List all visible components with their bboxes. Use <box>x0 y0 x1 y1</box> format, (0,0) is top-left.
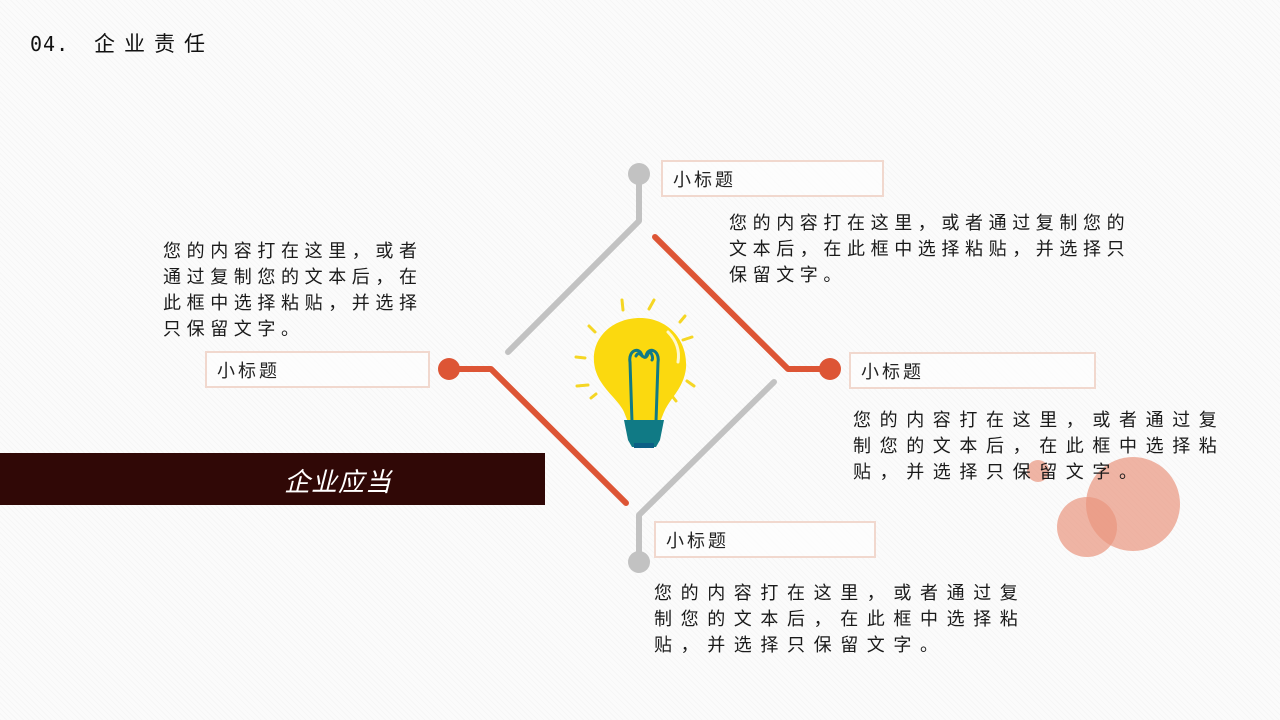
text-line: 制您的文本后，在此框中选择粘 <box>853 436 1226 457</box>
right-subtitle-box[interactable]: 小标题 <box>849 352 1096 389</box>
bottom-connector-dot <box>628 551 650 573</box>
text-line: 您的内容打在这里，或者通过复制您的 <box>729 213 1131 234</box>
right-subtitle: 小标题 <box>861 361 924 383</box>
section-number: 04. <box>30 32 70 56</box>
bottom-connector-line <box>628 379 777 573</box>
top-connector-line <box>505 163 650 355</box>
text-line: 通过复制您的文本后，在 <box>163 267 423 288</box>
banner-label: 企业应当 <box>284 468 393 498</box>
banner-bar <box>0 453 545 505</box>
left-body-text[interactable]: 您的内容打在这里，或者 通过复制您的文本后，在 此框中选择粘贴，并选择 只保留文… <box>163 239 463 343</box>
top-connector-dot <box>628 163 650 185</box>
top-subtitle: 小标题 <box>673 169 736 191</box>
text-line: 贴，并选择只保留文字。 <box>654 635 947 656</box>
bottom-subtitle-box[interactable]: 小标题 <box>654 521 876 558</box>
top-subtitle-box[interactable]: 小标题 <box>661 160 884 197</box>
lightbulb-icon <box>574 298 696 448</box>
left-connector-dot <box>438 358 460 380</box>
left-subtitle-box[interactable]: 小标题 <box>205 351 430 388</box>
text-line: 您的内容打在这里，或者通过复 <box>654 583 1027 604</box>
slide-heading: 04. 企业责任 <box>30 28 214 58</box>
bottom-body-text[interactable]: 您的内容打在这里，或者通过复 制您的文本后，在此框中选择粘 贴，并选择只保留文字… <box>654 581 1054 659</box>
bottom-subtitle: 小标题 <box>666 530 729 552</box>
right-connector-dot <box>819 358 841 380</box>
left-subtitle: 小标题 <box>217 360 280 382</box>
text-line: 只保留文字。 <box>163 319 305 340</box>
text-line: 制您的文本后，在此框中选择粘 <box>654 609 1027 630</box>
text-line: 此框中选择粘贴，并选择 <box>163 293 423 314</box>
text-line: 您的内容打在这里，或者通过复 <box>853 410 1226 431</box>
text-line: 文本后，在此框中选择粘贴，并选择只 <box>729 239 1131 260</box>
text-line: 您的内容打在这里，或者 <box>163 241 423 262</box>
top-body-text[interactable]: 您的内容打在这里，或者通过复制您的 文本后，在此框中选择粘贴，并选择只 保留文字… <box>729 211 1169 289</box>
decorative-bubbles-icon <box>1027 457 1180 557</box>
text-line: 贴，并选择只保留文字。 <box>853 462 1146 483</box>
text-line: 保留文字。 <box>729 265 847 286</box>
section-title: 企业责任 <box>94 32 214 56</box>
right-connector-line <box>652 234 841 380</box>
right-body-text[interactable]: 您的内容打在这里，或者通过复 制您的文本后，在此框中选择粘 贴，并选择只保留文字… <box>853 408 1253 486</box>
left-connector-line <box>438 358 629 506</box>
